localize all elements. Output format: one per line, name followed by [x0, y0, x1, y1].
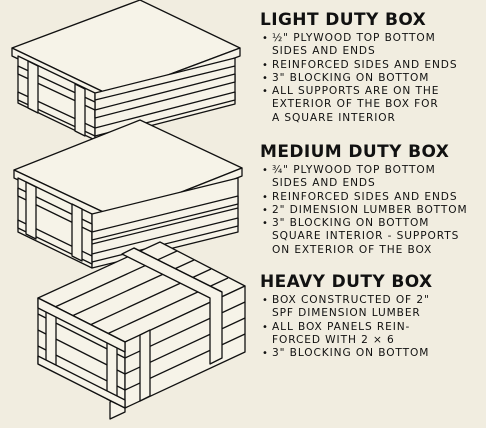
list-item: •REINFORCED SIDES AND ENDS [262, 58, 458, 71]
heavy-duty-title: HEAVY DUTY BOX [260, 272, 433, 292]
heavy-duty-section: HEAVY DUTY BOX •BOX CONSTRUCTED OF 2"SPF… [258, 272, 484, 360]
list-item: •REINFORCED SIDES AND ENDS [262, 190, 458, 203]
bullet-icon: • [262, 348, 269, 360]
bullet-icon: • [262, 204, 269, 216]
list-item: •2" DIMENSION LUMBER BOTTOM [262, 203, 468, 216]
bullet-icon: • [262, 295, 269, 306]
medium-duty-box-drawing [13, 119, 243, 283]
bullet-icon: • [262, 33, 269, 44]
bullet-icon: • [262, 165, 269, 176]
bullet-icon: • [262, 59, 269, 71]
bullet-icon: • [262, 86, 269, 98]
bullet-icon: • [262, 191, 269, 203]
medium-duty-title: MEDIUM DUTY BOX [260, 142, 450, 162]
bullet-icon: • [262, 321, 269, 333]
heavy-duty-feature-list: •BOX CONSTRUCTED OF 2"SPF DIMENSION LUMB… [258, 294, 484, 360]
list-item: •3" BLOCKING ON BOTTOM [262, 347, 430, 360]
light-duty-box-drawing [11, 0, 241, 155]
bullet-icon: • [262, 72, 269, 84]
light-duty-title: LIGHT DUTY BOX [260, 10, 427, 30]
list-item: •BOX CONSTRUCTED OF 2"SPF DIMENSION LUMB… [262, 294, 430, 320]
heavy-duty-box-drawing [37, 241, 246, 420]
list-item: •3" BLOCKING ON BOTTOM [262, 71, 430, 84]
list-item: •ALL BOX PANELS REIN-FORCED WITH 2 × 6 [262, 320, 411, 346]
bullet-icon: • [262, 218, 269, 230]
